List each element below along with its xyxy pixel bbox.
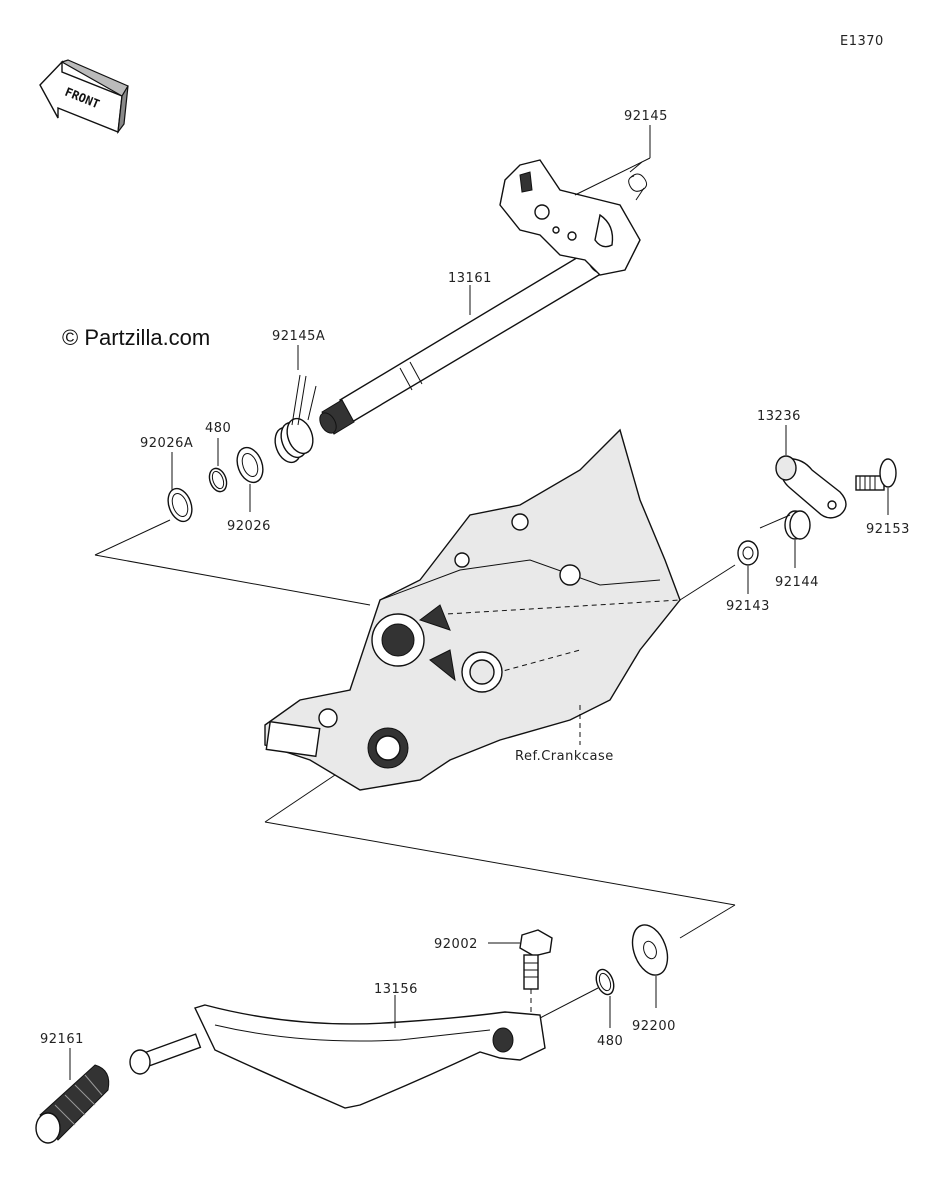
label-13156: 13156 [374, 982, 418, 997]
spring-92145 [628, 161, 648, 201]
label-13161: 13161 [448, 271, 492, 286]
shift-shaft-13161 [319, 159, 641, 435]
label-92153: 92153 [866, 522, 910, 537]
label-92026: 92026 [227, 519, 271, 534]
label-ref-crankcase: Ref.Crankcase [515, 749, 614, 764]
lever-13236 [775, 455, 847, 519]
shift-pedal-13156 [129, 1004, 546, 1109]
crankcase-reference [264, 428, 681, 791]
label-92200: 92200 [632, 1019, 676, 1034]
spring-92144 [759, 510, 811, 540]
circlip-480-bottom [595, 968, 615, 996]
label-92026A: 92026A [140, 436, 193, 451]
washer-92026A [167, 487, 193, 523]
collar-92143 [737, 540, 759, 566]
washer-92026 [236, 446, 264, 484]
washer-92200 [631, 924, 669, 976]
pedal-rubber-92161 [35, 1064, 110, 1144]
circlip-480-top [208, 467, 228, 493]
label-92002: 92002 [434, 937, 478, 952]
label-92161: 92161 [40, 1032, 84, 1047]
label-92143: 92143 [726, 599, 770, 614]
bolt-92002 [519, 929, 553, 1018]
spring-92145A [274, 374, 317, 464]
front-arrow-icon: FRONT [39, 59, 129, 135]
watermark: © Partzilla.com [62, 325, 210, 350]
label-13236: 13236 [757, 409, 801, 424]
label-480-top: 480 [205, 421, 231, 436]
label-92145: 92145 [624, 109, 668, 124]
label-480-bottom: 480 [597, 1034, 623, 1049]
diagram-code: E1370 [840, 34, 884, 49]
label-92145A: 92145A [272, 329, 325, 344]
bolt-92153 [855, 458, 897, 491]
label-92144: 92144 [775, 575, 819, 590]
